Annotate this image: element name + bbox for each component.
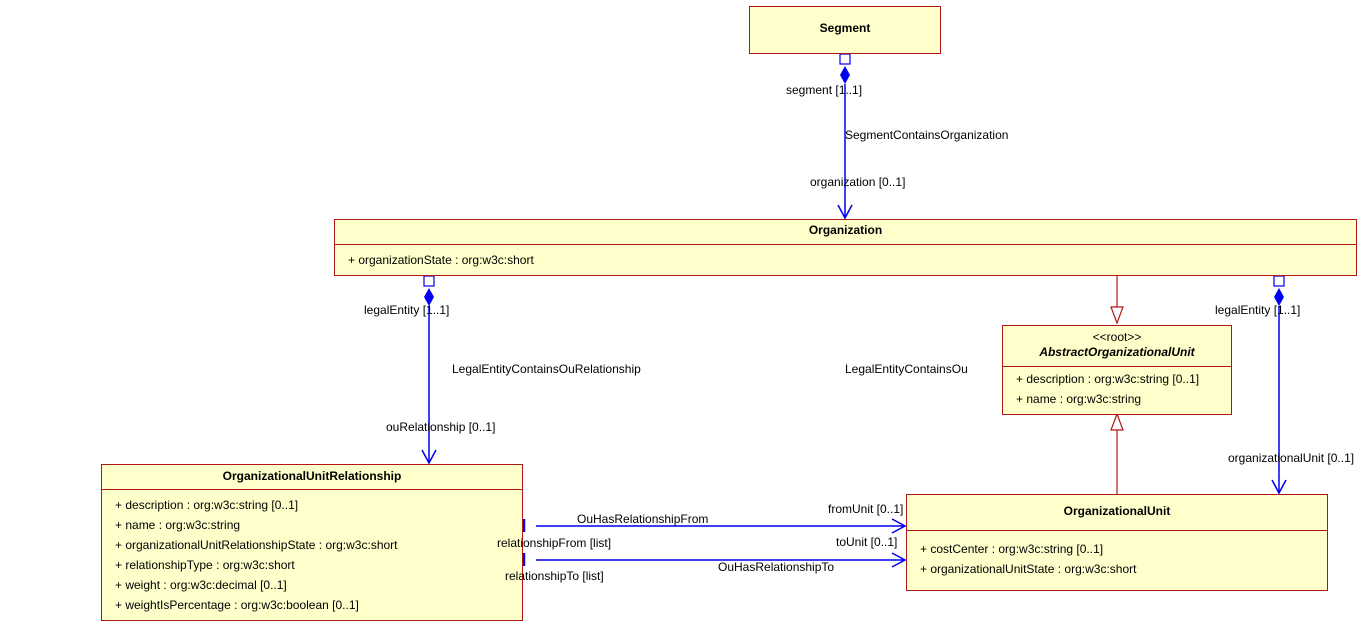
- class-abstract-ou-attr: + description : org:w3c:string [0..1]: [1016, 372, 1200, 386]
- association-name-legal-entity-contains-ou: LegalEntityContainsOu: [845, 362, 968, 376]
- association-name-segment-contains-organization: SegmentContainsOrganization: [845, 128, 1009, 142]
- class-ou-relationship-attr: + weightIsPercentage : org:w3c:boolean […: [115, 598, 359, 612]
- class-segment-name: Segment: [819, 21, 871, 35]
- class-ou-relationship-attr: + weight : org:w3c:decimal [0..1]: [115, 578, 287, 592]
- role-label-from-unit: fromUnit [0..1]: [828, 502, 904, 516]
- generalization-organization: [1110, 275, 1124, 325]
- role-label-relationship-from: relationshipFrom [list]: [497, 536, 612, 550]
- association-segment-contains-organization: [837, 53, 853, 220]
- class-ou-attr: + organizationalUnitState : org:w3c:shor…: [920, 562, 1137, 576]
- association-name-ou-has-relationship-from: OuHasRelationshipFrom: [577, 512, 709, 526]
- class-organization-attr: + organizationState : org:w3c:short: [348, 253, 534, 267]
- association-ou-has-relationship-to: [522, 552, 907, 568]
- role-label-organization: organization [0..1]: [810, 175, 906, 189]
- generalization-organizational-unit: [1110, 412, 1124, 494]
- role-label-segment: segment [1..1]: [786, 83, 863, 97]
- class-organizational-unit[interactable]: OrganizationalUnit + costCenter : org:w3…: [906, 494, 1328, 591]
- role-label-legal-entity: legalEntity [1..1]: [364, 303, 450, 317]
- class-organization-name: Organization: [808, 223, 883, 237]
- class-segment[interactable]: Segment: [749, 6, 941, 54]
- association-legalentity-contains-ou: [1271, 275, 1287, 495]
- class-abstract-ou-attr: + name : org:w3c:string: [1016, 392, 1142, 406]
- role-label-ou-relationship: ouRelationship [0..1]: [386, 420, 496, 434]
- role-label-to-unit: toUnit [0..1]: [836, 535, 898, 549]
- class-abstract-ou-stereotype: <<root>>: [1092, 330, 1142, 344]
- class-abstract-organizational-unit[interactable]: <<root>> AbstractOrganizationalUnit + de…: [1002, 325, 1232, 415]
- role-label-relationship-to: relationshipTo [list]: [505, 569, 604, 583]
- class-ou-relationship-attr: + organizationalUnitRelationshipState : …: [115, 538, 398, 552]
- association-name-ou-has-relationship-to: OuHasRelationshipTo: [718, 560, 835, 574]
- class-ou-relationship-attr: + relationshipType : org:w3c:short: [115, 558, 295, 572]
- association-name-legal-entity-contains-ou-relationship: LegalEntityContainsOuRelationship: [452, 362, 641, 376]
- class-ou-relationship-name: OrganizationalUnitRelationship: [222, 469, 402, 483]
- class-ou-relationship-attr: + name : org:w3c:string: [115, 518, 241, 532]
- class-organizational-unit-relationship[interactable]: OrganizationalUnitRelationship + descrip…: [101, 464, 523, 621]
- role-label-organizational-unit: organizationalUnit [0..1]: [1228, 451, 1355, 465]
- class-abstract-ou-name: AbstractOrganizationalUnit: [1039, 345, 1195, 359]
- class-ou-relationship-attr: + description : org:w3c:string [0..1]: [115, 498, 299, 512]
- association-legalentity-contains-ourelationship: [421, 275, 437, 465]
- association-ou-has-relationship-from: [522, 518, 907, 534]
- role-label-legal-entity: legalEntity [1..1]: [1215, 303, 1301, 317]
- class-ou-attr: + costCenter : org:w3c:string [0..1]: [920, 542, 1104, 556]
- class-ou-name: OrganizationalUnit: [1063, 504, 1171, 518]
- class-organization[interactable]: Organization + organizationState : org:w…: [334, 219, 1357, 276]
